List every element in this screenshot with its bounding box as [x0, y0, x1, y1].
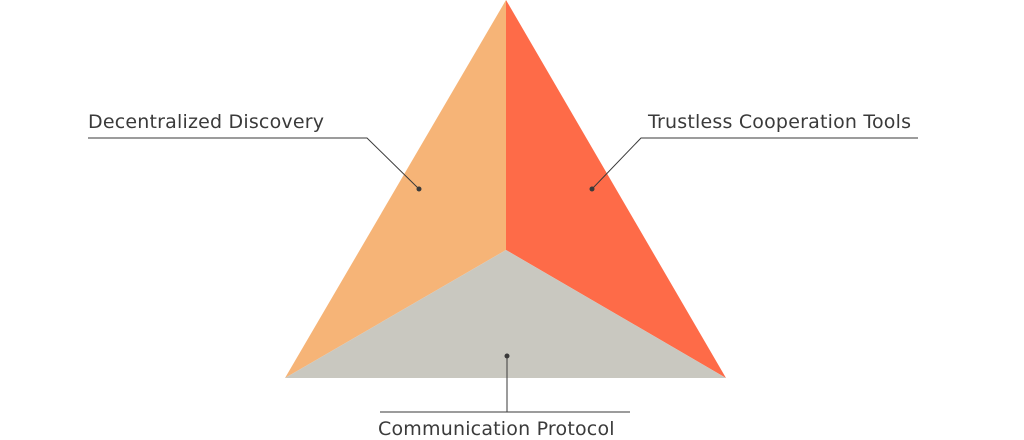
left-dot — [416, 186, 422, 192]
label-trustless-cooperation-tools: Trustless Cooperation Tools — [648, 111, 912, 133]
right-face — [506, 0, 726, 378]
left-face — [285, 0, 506, 378]
right-dot — [589, 186, 595, 192]
bottom-dot — [504, 353, 510, 359]
bottom-face — [285, 250, 726, 378]
left-leader-line — [88, 137, 420, 190]
right-leader-line — [591, 137, 918, 190]
label-decentralized-discovery: Decentralized Discovery — [88, 111, 325, 133]
label-communication-protocol: Communication Protocol — [378, 418, 615, 440]
